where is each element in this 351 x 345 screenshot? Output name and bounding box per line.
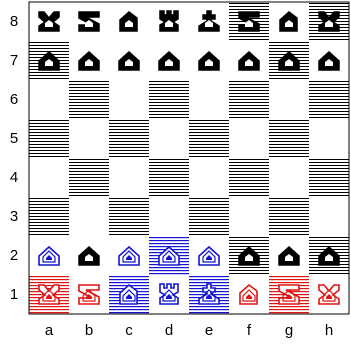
rank-label-8: 8	[10, 13, 18, 30]
square-f5[interactable]	[229, 119, 269, 158]
square-shading-g5	[269, 119, 309, 158]
square-e6[interactable]	[189, 80, 229, 119]
square-g6[interactable]	[269, 80, 309, 119]
square-c6[interactable]	[109, 80, 149, 119]
square-shading-b4	[69, 158, 109, 197]
rank-label-7: 7	[10, 52, 18, 69]
rank-label-4: 4	[10, 169, 18, 186]
square-shading-a3	[29, 197, 69, 236]
square-g4[interactable]	[269, 158, 309, 197]
square-h3[interactable]	[309, 197, 349, 236]
square-a4[interactable]	[29, 158, 69, 197]
file-label-h: h	[325, 322, 333, 339]
square-shading-g3	[269, 197, 309, 236]
square-d5[interactable]	[149, 119, 189, 158]
square-shading-h6	[309, 80, 349, 119]
file-label-g: g	[285, 322, 293, 339]
file-label-b: b	[85, 322, 93, 339]
square-c4[interactable]	[109, 158, 149, 197]
square-f3[interactable]	[229, 197, 269, 236]
rank-label-5: 5	[10, 130, 18, 147]
square-e4[interactable]	[189, 158, 229, 197]
rank-label-1: 1	[10, 286, 18, 303]
file-label-c: c	[125, 322, 133, 339]
square-shading-d6	[149, 80, 189, 119]
square-b5[interactable]	[69, 119, 109, 158]
square-shading-f6	[229, 80, 269, 119]
square-shading-f4	[229, 158, 269, 197]
square-shading-e3	[189, 197, 229, 236]
square-a6[interactable]	[29, 80, 69, 119]
file-label-a: a	[45, 322, 54, 339]
file-label-e: e	[205, 322, 213, 339]
square-h5[interactable]	[309, 119, 349, 158]
square-shading-c3	[109, 197, 149, 236]
square-b3[interactable]	[69, 197, 109, 236]
square-shading-b6	[69, 80, 109, 119]
square-shading-d4	[149, 158, 189, 197]
rank-label-2: 2	[10, 247, 18, 264]
file-label-d: d	[165, 322, 173, 339]
square-d3[interactable]	[149, 197, 189, 236]
square-shading-e5	[189, 119, 229, 158]
file-label-f: f	[247, 322, 252, 339]
black-queen-d8[interactable]	[160, 11, 178, 31]
blue-queen-d1[interactable]	[160, 284, 178, 304]
square-shading-c5	[109, 119, 149, 158]
square-shading-h4	[309, 158, 349, 197]
rank-label-6: 6	[10, 91, 18, 108]
square-shading-a5	[29, 119, 69, 158]
rank-label-3: 3	[10, 208, 18, 225]
